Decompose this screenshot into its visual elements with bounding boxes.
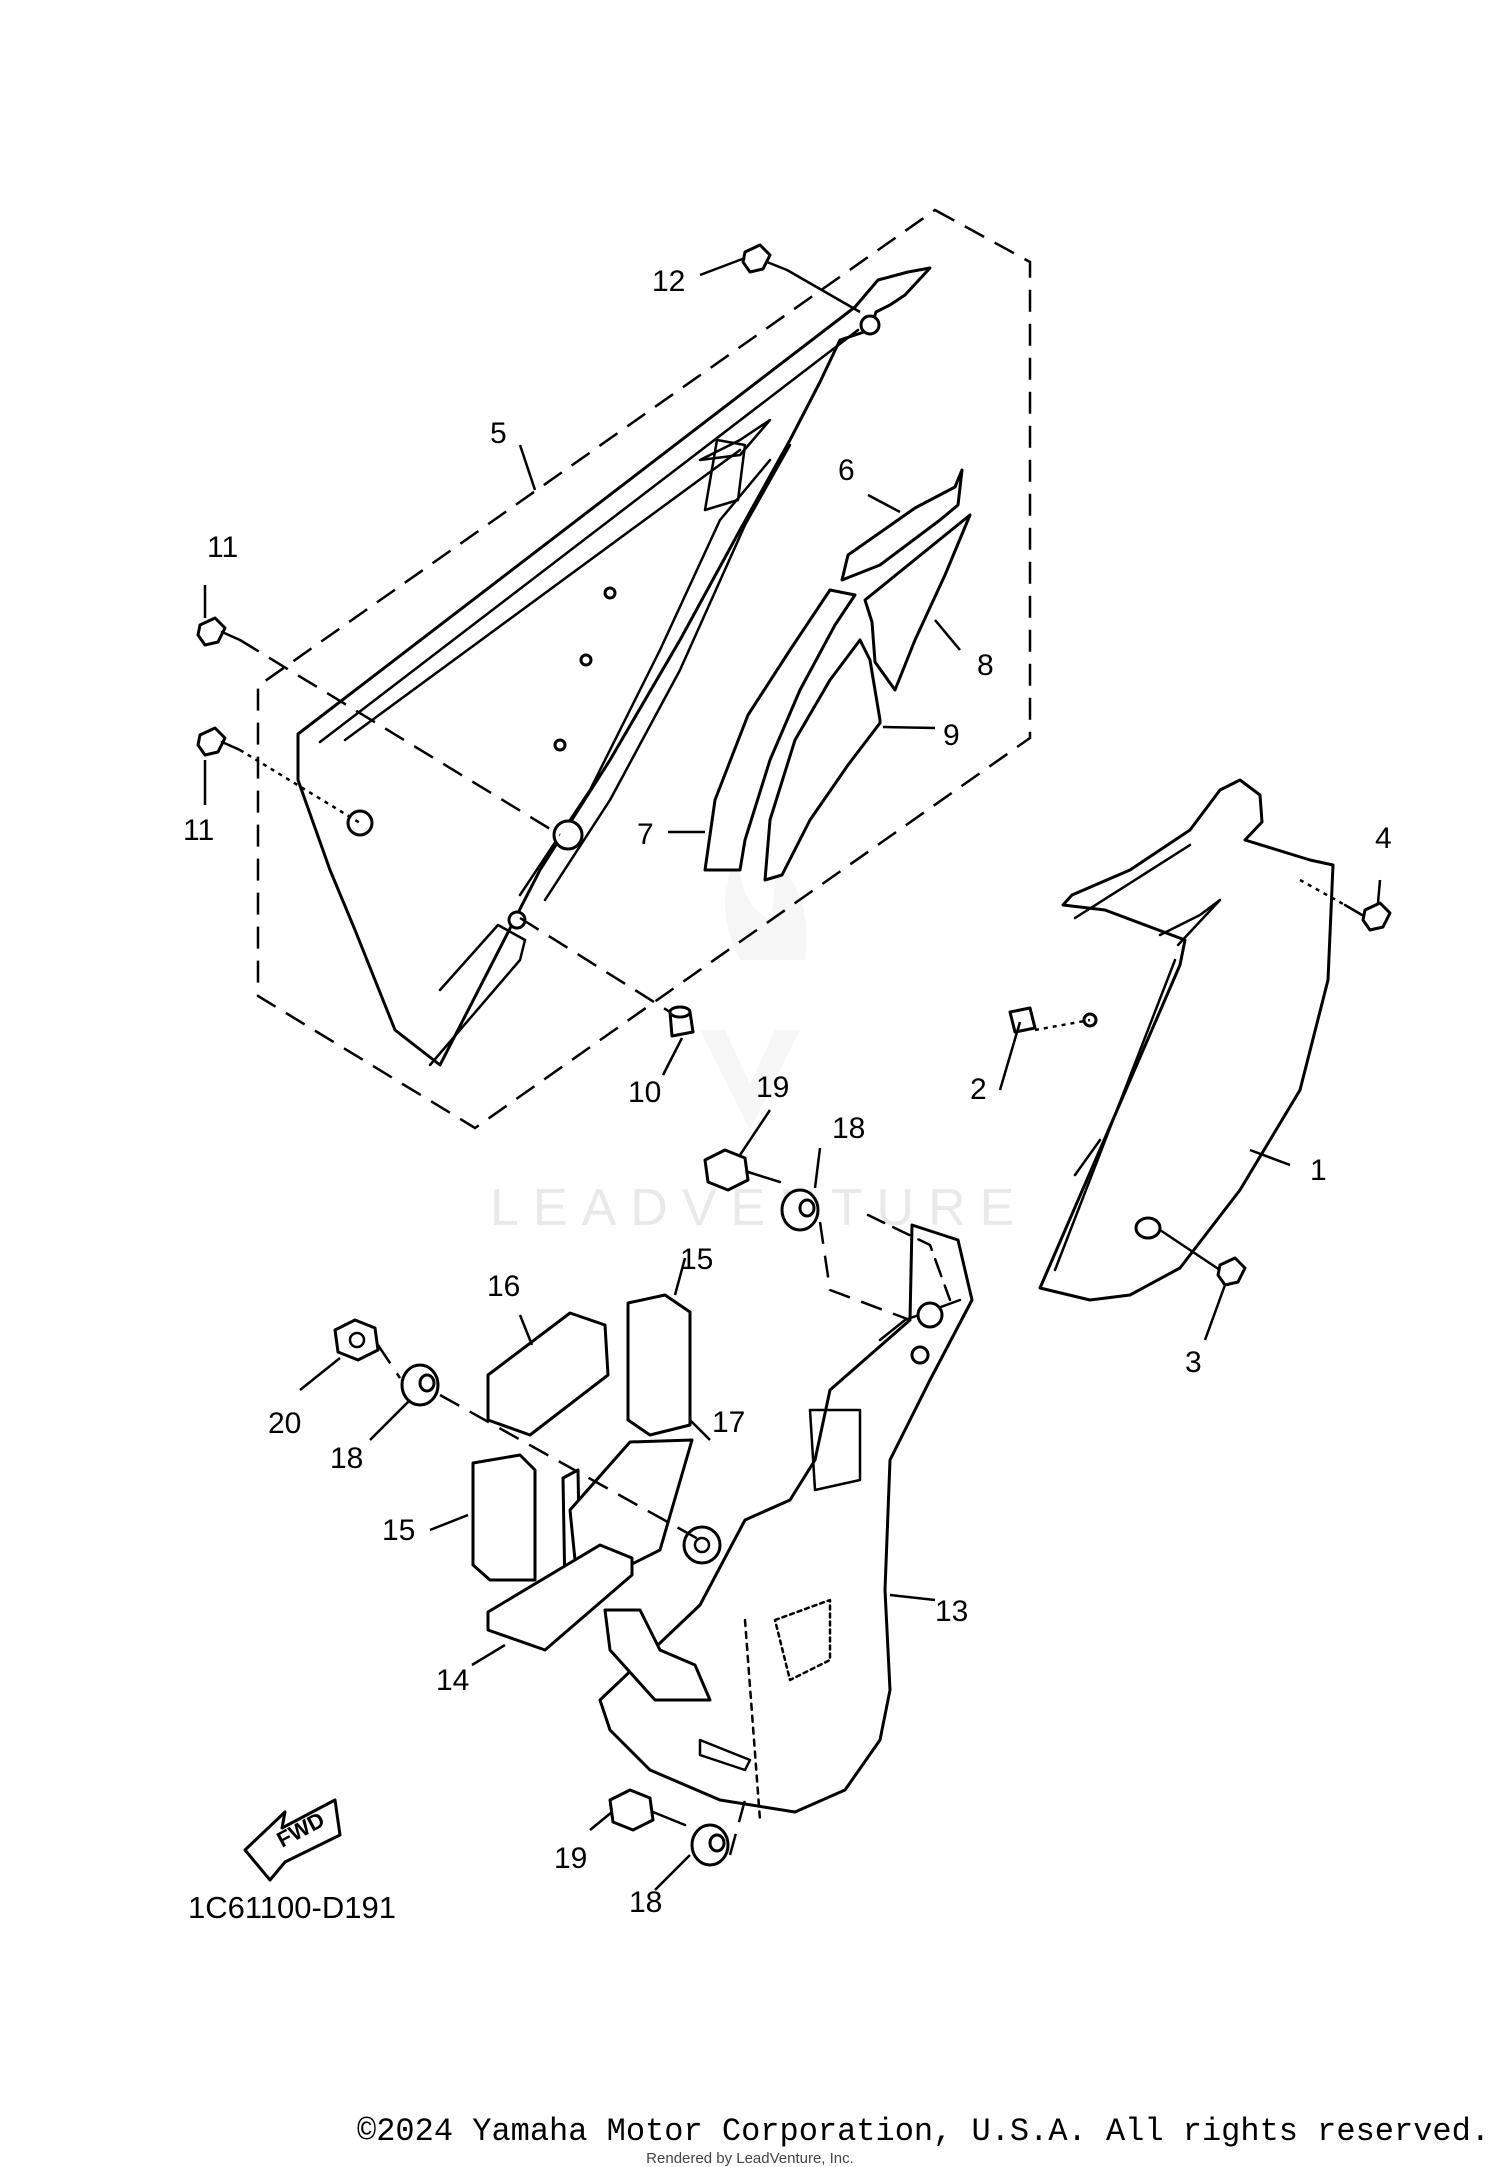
callout-15b: 15 bbox=[382, 1514, 415, 1547]
fwd-arrow-icon: FWD bbox=[243, 1798, 342, 1882]
callout-11b: 11 bbox=[183, 814, 214, 847]
rendered-by-credit: Rendered by LeadVenture, Inc. bbox=[646, 2150, 854, 2167]
assembly-boundary bbox=[256, 208, 1032, 1130]
callout-9: 9 bbox=[943, 719, 960, 752]
bolt-4 bbox=[1343, 901, 1392, 932]
collar-10 bbox=[668, 1005, 695, 1038]
callout-17: 17 bbox=[712, 1406, 745, 1439]
callout-19a: 19 bbox=[756, 1071, 789, 1104]
leader-11b bbox=[239, 748, 361, 825]
callout-2: 2 bbox=[970, 1073, 987, 1106]
pads-14-17 bbox=[471, 1293, 694, 1652]
bolt-19a bbox=[703, 1148, 782, 1192]
callout-10: 10 bbox=[628, 1076, 661, 1109]
leader-18-20 bbox=[376, 1344, 402, 1379]
leader-18-13 bbox=[818, 1221, 911, 1322]
washer-18b bbox=[400, 1363, 440, 1407]
callout-18a: 18 bbox=[832, 1112, 865, 1145]
washer-18a bbox=[780, 1188, 820, 1232]
diagram-code: 1C61100-D191 bbox=[188, 1890, 396, 1925]
callout-13: 13 bbox=[935, 1595, 968, 1628]
side-cover-frame-5 bbox=[296, 266, 932, 1067]
callout-18b: 18 bbox=[330, 1442, 363, 1475]
callout-3: 3 bbox=[1185, 1346, 1202, 1379]
callout-18c: 18 bbox=[629, 1886, 662, 1919]
callout-6: 6 bbox=[838, 454, 855, 487]
bolt-19b bbox=[608, 1788, 687, 1832]
leader-2 bbox=[1034, 1018, 1091, 1032]
watermark-text: LEADVENTURE bbox=[490, 1179, 1028, 1237]
leader-19-18-bottom bbox=[728, 1799, 747, 1856]
callout-14: 14 bbox=[436, 1664, 469, 1697]
copyright-notice: ©2024 Yamaha Motor Corporation, U.S.A. A… bbox=[357, 2113, 1490, 2150]
leader-10 bbox=[519, 916, 671, 1014]
washer-18c bbox=[690, 1823, 730, 1867]
bolt-3 bbox=[1216, 1256, 1247, 1287]
callout-19b: 19 bbox=[554, 1842, 587, 1875]
nut-20 bbox=[333, 1318, 380, 1362]
callout-16: 16 bbox=[487, 1270, 520, 1303]
bolt-12 bbox=[741, 243, 789, 274]
callout-12: 12 bbox=[652, 265, 685, 298]
decals-6-9 bbox=[703, 468, 972, 882]
callout-lines bbox=[203, 256, 1382, 1891]
collar-2 bbox=[1008, 1006, 1037, 1034]
bolt-11a bbox=[196, 616, 242, 647]
leader-11a bbox=[239, 638, 561, 837]
bolt-11b bbox=[196, 726, 242, 757]
bracket-13 bbox=[598, 1213, 974, 1822]
callouts: 1 2 3 4 5 6 7 8 9 10 11 11 12 13 14 15 1… bbox=[183, 265, 1392, 1919]
line-3 bbox=[1159, 1228, 1221, 1272]
callout-11a: 11 bbox=[207, 531, 238, 564]
callout-20: 20 bbox=[268, 1407, 301, 1440]
callout-15a: 15 bbox=[680, 1243, 713, 1276]
callout-4: 4 bbox=[1375, 822, 1392, 855]
side-cover-1 bbox=[1038, 778, 1335, 1302]
callout-5: 5 bbox=[490, 417, 507, 450]
leader-18-pads bbox=[439, 1393, 701, 1542]
callout-8: 8 bbox=[977, 649, 994, 682]
callout-7: 7 bbox=[637, 818, 654, 851]
watermark-logo bbox=[700, 850, 807, 1130]
line-12 bbox=[786, 268, 861, 314]
callout-1: 1 bbox=[1310, 1154, 1327, 1187]
